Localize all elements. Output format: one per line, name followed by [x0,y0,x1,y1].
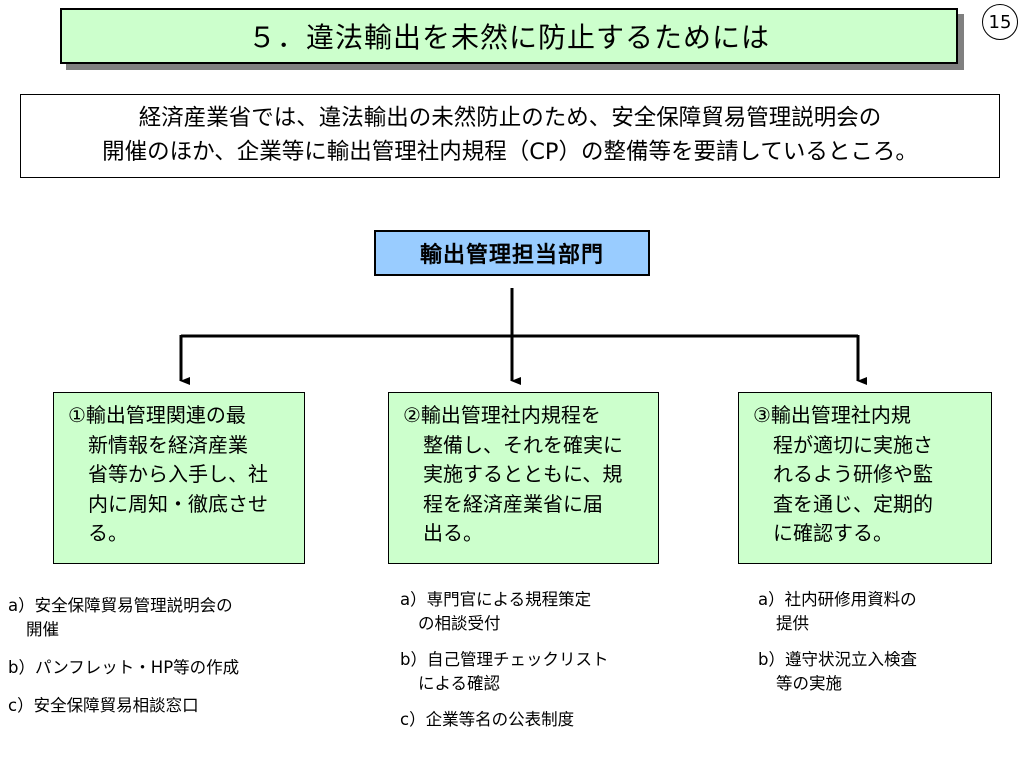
intro-line: 経済産業省では、違法輸出の未然防止のため、安全保障貿易管理説明会の [138,105,882,131]
measures-list-1: a）安全保障貿易管理説明会の 開催 b）パンフレット・HP等の作成 c）安全保障… [8,594,328,732]
intro-line: 開催のほか、企業等に輸出管理社内規程（CP）の整備等を要請しているところ。 [102,139,918,165]
role-line: 査を通じ、定期的 [773,491,933,516]
measure-item: a）専門官による規程策定 の相談受付 [400,588,680,636]
role-line: 出る。 [423,521,483,545]
role-line: に確認する。 [773,521,893,545]
role-line: 新情報を経済産業 [88,432,248,457]
page-number: 15 [982,4,1018,40]
measures-list-2: a）専門官による規程策定 の相談受付 b）自己管理チェックリスト による確認 c… [400,588,680,744]
measure-item: c）安全保障貿易相談窓口 [8,694,328,718]
role-line: ②輸出管理社内規程を [403,403,601,427]
measure-line: c）企業等名の公表制度 [400,710,575,729]
role-box-2: ②輸出管理社内規程を 整備し、それを確実に 実施するとともに、規 程を経済産業省… [388,392,659,564]
export-control-department-box: 輸出管理担当部門 [374,230,650,276]
measure-item: b）遵守状況立入検査 等の実施 [758,648,1018,696]
measures-list-3: a）社内研修用資料の 提供 b）遵守状況立入検査 等の実施 [758,588,1018,708]
measure-line: の相談受付 [418,614,501,633]
measure-item: a）社内研修用資料の 提供 [758,588,1018,636]
measure-line: b）遵守状況立入検査 [758,650,917,669]
role-line: ③輸出管理社内規 [753,403,911,427]
role-line: 程を経済産業省に届 [423,491,603,516]
intro-text-box: 経済産業省では、違法輸出の未然防止のため、安全保障貿易管理説明会の 開催のほか、… [20,94,1000,178]
role-line: 内に周知・徹底させ [88,491,268,516]
measure-item: b）自己管理チェックリスト による確認 [400,648,680,696]
measure-line: 等の実施 [776,674,842,693]
role-box-3: ③輸出管理社内規 程が適切に実施さ れるよう研修や監 査を通じ、定期的 に確認す… [738,392,992,564]
measure-line: c）安全保障貿易相談窓口 [8,696,199,715]
role-line: る。 [88,521,128,545]
measure-line: a）社内研修用資料の [758,590,917,609]
role-line: 実施するとともに、規 [423,462,623,486]
measure-line: 提供 [776,614,809,633]
measure-line: による確認 [418,674,501,693]
measure-line: 開催 [26,620,59,639]
measure-item: a）安全保障貿易管理説明会の 開催 [8,594,328,642]
role-line: ①輸出管理関連の最 [68,403,246,427]
measure-line: a）専門官による規程策定 [400,590,592,609]
measure-line: a）安全保障貿易管理説明会の [8,596,233,615]
page-title: ５．違法輸出を未然に防止するためには [60,8,958,64]
role-box-1: ①輸出管理関連の最 新情報を経済産業 省等から入手し、社 内に周知・徹底させ る… [53,392,305,564]
role-line: 省等から入手し、社 [88,462,268,486]
measure-line: b）パンフレット・HP等の作成 [8,658,240,677]
measure-line: b）自己管理チェックリスト [400,650,609,669]
role-line: れるよう研修や監 [773,462,933,486]
role-line: 程が適切に実施さ [773,432,933,457]
role-line: 整備し、それを確実に [423,432,623,457]
measure-item: c）企業等名の公表制度 [400,708,680,732]
measure-item: b）パンフレット・HP等の作成 [8,656,328,680]
